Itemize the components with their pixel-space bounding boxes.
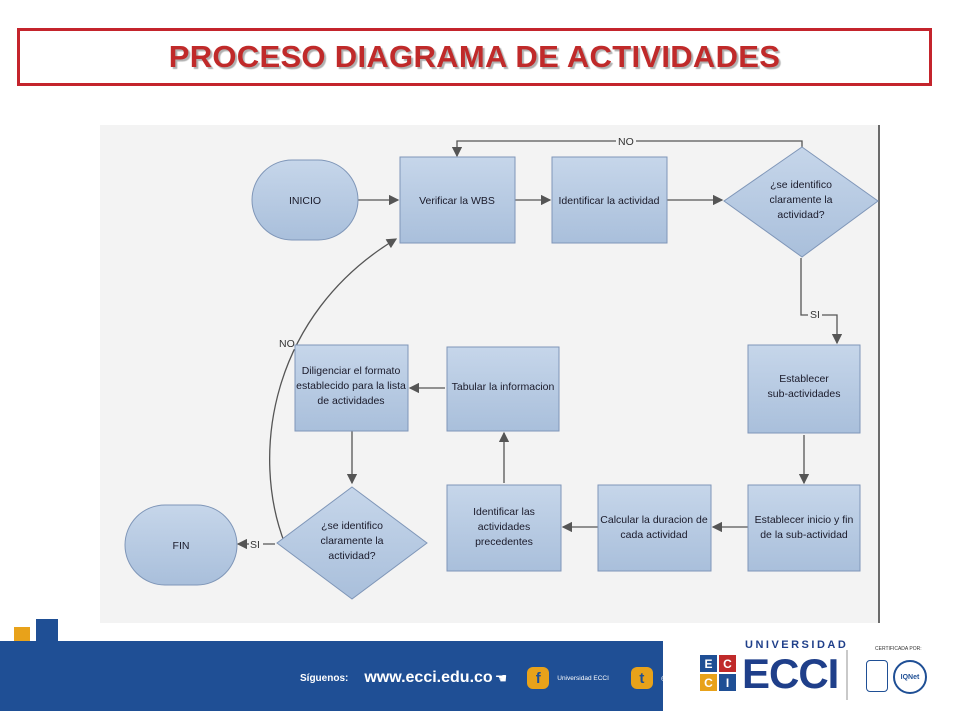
- node-decision-1: ¿se identifico claramente la actividad?: [723, 146, 879, 258]
- node-fin: FIN: [124, 504, 238, 586]
- node-inicio: INICIO: [251, 159, 359, 241]
- svg-text:actividades: actividades: [478, 521, 531, 533]
- logo-tiles: E C C I: [700, 655, 738, 695]
- footer-website-link[interactable]: www.ecci.edu.co: [364, 669, 493, 686]
- node-identificar-precedentes: Identificar las actividades precedentes: [446, 484, 562, 572]
- flowchart-svg: NO SI NO SI INICIO Verificar la WBS Iden…: [124, 135, 879, 600]
- svg-text:Verificar la WBS: Verificar la WBS: [419, 195, 495, 207]
- svg-text:claramente la: claramente la: [320, 535, 383, 547]
- svg-text:¿se identifico: ¿se identifico: [770, 179, 832, 191]
- svg-text:cada actividad: cada actividad: [620, 529, 687, 541]
- logo-tile-c2: C: [700, 674, 717, 691]
- logo-name: ECCI: [742, 650, 839, 697]
- logo-divider: [846, 650, 848, 700]
- iqnet-seal-icon: IQNet: [893, 660, 927, 694]
- footer-bar: [0, 641, 663, 711]
- svg-text:¿se identifico: ¿se identifico: [321, 520, 383, 532]
- node-calcular-duracion: Calcular la duracion de cada actividad: [597, 484, 712, 572]
- decor-square-orange: [14, 627, 30, 643]
- logo-tile-e: E: [700, 655, 717, 672]
- node-diligenciar-formato: Diligenciar el formato establecido para …: [294, 344, 409, 432]
- footer-social: Síguenos: www.ecci.edu.co ☚ f Universida…: [300, 660, 698, 696]
- node-establecer-inicio-fin: Establecer inicio y fin de la sub-activi…: [747, 484, 861, 572]
- diagram-border: [878, 125, 880, 623]
- svg-text:Tabular la informacion: Tabular la informacion: [452, 381, 555, 393]
- svg-text:claramente la: claramente la: [769, 194, 832, 206]
- svg-text:sub-actividades: sub-actividades: [768, 388, 841, 400]
- edge-label-si-bottom: SI: [250, 539, 260, 551]
- svg-text:Establecer inicio y fin: Establecer inicio y fin: [755, 514, 854, 526]
- title-box: PROCESO DIAGRAMA DE ACTIVIDADES: [17, 28, 932, 86]
- node-decision-2: ¿se identifico claramente la actividad?: [276, 486, 428, 600]
- twitter-icon[interactable]: t: [630, 667, 653, 689]
- node-establecer-sub: Establecer sub-actividades: [747, 344, 861, 434]
- edge-label-no-top: NO: [618, 136, 634, 148]
- logo-universidad: UNIVERSIDAD: [745, 639, 849, 651]
- facebook-icon[interactable]: f: [527, 667, 550, 689]
- certified-label: CERTIFICADA POR:: [875, 646, 922, 652]
- edge-no-left: [269, 238, 398, 545]
- svg-text:Calcular la duracion de: Calcular la duracion de: [600, 514, 708, 526]
- svg-text:establecido para la lista: establecido para la lista: [296, 380, 406, 392]
- svg-text:de actividades: de actividades: [317, 395, 384, 407]
- svg-text:de la sub-actividad: de la sub-actividad: [760, 529, 848, 541]
- edge-label-si-right: SI: [810, 309, 820, 321]
- edge-label-no-left: NO: [279, 338, 295, 350]
- iqnet-label: IQNet: [900, 673, 920, 681]
- svg-text:precedentes: precedentes: [475, 536, 533, 548]
- svg-text:actividad?: actividad?: [328, 550, 375, 562]
- node-identificar-actividad: Identificar la actividad: [551, 156, 668, 244]
- page-title: PROCESO DIAGRAMA DE ACTIVIDADES: [168, 39, 781, 74]
- node-verificar-wbs: Verificar la WBS: [399, 156, 516, 244]
- logo-tile-c1: C: [719, 655, 736, 672]
- svg-text:FIN: FIN: [173, 540, 190, 552]
- svg-text:Identificar la actividad: Identificar la actividad: [559, 195, 660, 207]
- node-tabular-informacion: Tabular la informacion: [446, 346, 560, 432]
- activity-diagram: NO SI NO SI INICIO Verificar la WBS Iden…: [100, 125, 880, 623]
- svg-text:Diligenciar el formato: Diligenciar el formato: [302, 365, 401, 377]
- icontec-seal-icon: [866, 660, 888, 692]
- decor-square-blue-1: [36, 619, 58, 641]
- logo-tile-i: I: [719, 674, 736, 691]
- svg-text:Establecer: Establecer: [779, 373, 829, 385]
- hand-cursor-icon: ☚: [494, 669, 508, 686]
- footer-twitter-label[interactable]: @ECCI_edu: [660, 674, 698, 682]
- edge-si-right: [800, 258, 843, 345]
- svg-text:actividad?: actividad?: [777, 209, 824, 221]
- svg-text:INICIO: INICIO: [289, 195, 321, 207]
- footer-facebook-label[interactable]: Universidad ECCI: [557, 674, 609, 682]
- svg-text:Identificar las: Identificar las: [473, 506, 535, 518]
- footer-follow-label: Síguenos:: [300, 672, 349, 684]
